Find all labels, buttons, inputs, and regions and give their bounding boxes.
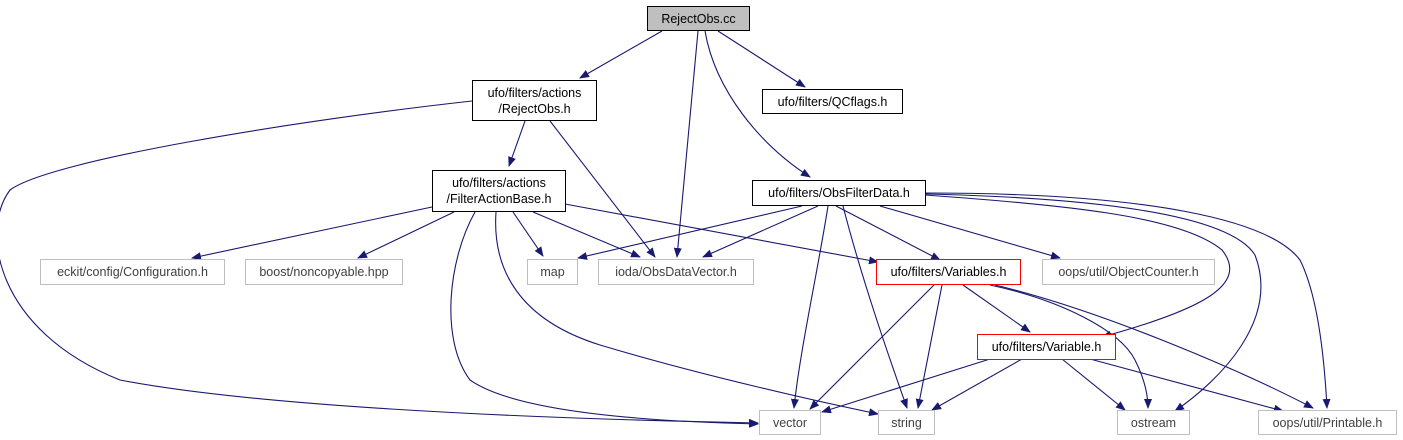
node-variable-h[interactable]: ufo/filters/Variable.h	[977, 334, 1116, 360]
edge-filteractionbase-h-to-variables-h	[564, 203, 879, 265]
edge-filteractionbase-h-to-string	[495, 211, 879, 417]
node-label: oops/util/Printable.h	[1272, 415, 1383, 430]
node-obsdatavector-h[interactable]: ioda/ObsDataVector.h	[598, 259, 754, 285]
node-filteractionbase-h[interactable]: ufo/filters/actions /FilterActionBase.h	[432, 170, 566, 212]
node-label: boost/noncopyable.hpp	[259, 265, 389, 279]
edge-variable-h-to-vector	[821, 358, 991, 414]
edge-rejectobs-h-to-obsdatavector-h	[549, 120, 656, 258]
edge-variables-h-to-string	[915, 284, 943, 409]
node-qcflags-h[interactable]: ufo/filters/QCflags.h	[762, 89, 903, 114]
node-label: ufo/filters/ObsFilterData.h	[768, 186, 910, 200]
edge-obsfilterdata-h-to-variable-h	[924, 194, 1231, 339]
node-obsfilterdata-h[interactable]: ufo/filters/ObsFilterData.h	[752, 180, 926, 206]
node-variables-h[interactable]: ufo/filters/Variables.h	[876, 259, 1021, 285]
edge-obsfilterdata-h-to-printable-h	[924, 192, 1331, 409]
node-configuration-h[interactable]: eckit/config/Configuration.h	[40, 259, 225, 285]
edge-variable-h-to-string	[931, 358, 1023, 411]
edge-variables-h-to-printable-h	[994, 284, 1314, 409]
edge-filteractionbase-h-to-configuration-h	[191, 206, 433, 261]
node-label-line1: ufo/filters/actions	[452, 176, 546, 190]
edge-obsfilterdata-h-to-vector	[790, 205, 829, 409]
node-label: map	[540, 265, 565, 279]
edge-filteractionbase-h-to-obsdatavector-h	[532, 211, 641, 258]
node-label: vector	[772, 415, 808, 430]
node-label: eckit/config/Configuration.h	[57, 265, 208, 279]
edge-rejectobs-h-to-vector	[0, 100, 759, 427]
edge-obsfilterdata-h-to-ostream	[924, 193, 1262, 412]
edge-variables-h-to-variable-h	[962, 284, 1031, 333]
edge-variables-h-to-ostream	[989, 284, 1152, 409]
node-label: RejectObs.cc	[661, 11, 736, 26]
node-printable-h[interactable]: oops/util/Printable.h	[1258, 410, 1397, 435]
node-rejectobs-h[interactable]: ufo/filters/actions /RejectObs.h	[472, 80, 597, 121]
node-label: ostream	[1130, 415, 1177, 430]
node-rejectobs-cc[interactable]: RejectObs.cc	[647, 6, 750, 31]
node-noncopyable-hpp[interactable]: boost/noncopyable.hpp	[245, 259, 403, 285]
node-label: ufo/filters/QCflags.h	[777, 94, 888, 109]
edge-filteractionbase-h-to-noncopyable-hpp	[357, 211, 455, 259]
edge-rejectobs-cc-to-obsfilterdata-h	[704, 30, 811, 178]
node-vector[interactable]: vector	[759, 410, 821, 435]
edge-filteractionbase-h-to-vector	[450, 211, 759, 428]
node-objectcounter-h[interactable]: oops/util/ObjectCounter.h	[1042, 259, 1215, 285]
edge-variable-h-to-ostream	[1061, 358, 1126, 411]
node-label: ufo/filters/Variable.h	[991, 340, 1102, 354]
node-label: ioda/ObsDataVector.h	[615, 265, 737, 279]
edge-rejectobs-cc-to-rejectobs-h	[579, 30, 663, 79]
edge-obsfilterdata-h-to-objectcounter-h	[879, 205, 1061, 260]
edge-rejectobs-cc-to-obsdatavector-h	[673, 30, 699, 258]
node-label-line2: /RejectObs.h	[498, 101, 571, 116]
edge-obsfilterdata-h-to-string	[842, 205, 908, 409]
node-label: oops/util/ObjectCounter.h	[1058, 265, 1199, 279]
node-string[interactable]: string	[878, 410, 935, 435]
node-label: string	[891, 415, 922, 430]
node-map[interactable]: map	[527, 259, 578, 285]
node-label: ufo/filters/Variables.h	[890, 265, 1007, 279]
node-label-line1: ufo/filters/actions	[487, 85, 582, 100]
edge-obsfilterdata-h-to-obsdatavector-h	[702, 205, 819, 258]
edge-obsfilterdata-h-to-variables-h	[835, 205, 941, 261]
node-label-line2: /FilterActionBase.h	[446, 192, 552, 206]
edge-filteractionbase-h-to-map	[512, 211, 544, 257]
edge-rejectobs-cc-to-qcflags-h	[717, 30, 806, 88]
edge-variable-h-to-printable-h	[1089, 358, 1284, 413]
edge-variables-h-to-vector	[809, 284, 935, 410]
edge-obsfilterdata-h-to-map	[577, 205, 803, 260]
edge-rejectobs-h-to-filteractionbase-h	[508, 120, 526, 167]
node-ostream[interactable]: ostream	[1117, 410, 1190, 435]
